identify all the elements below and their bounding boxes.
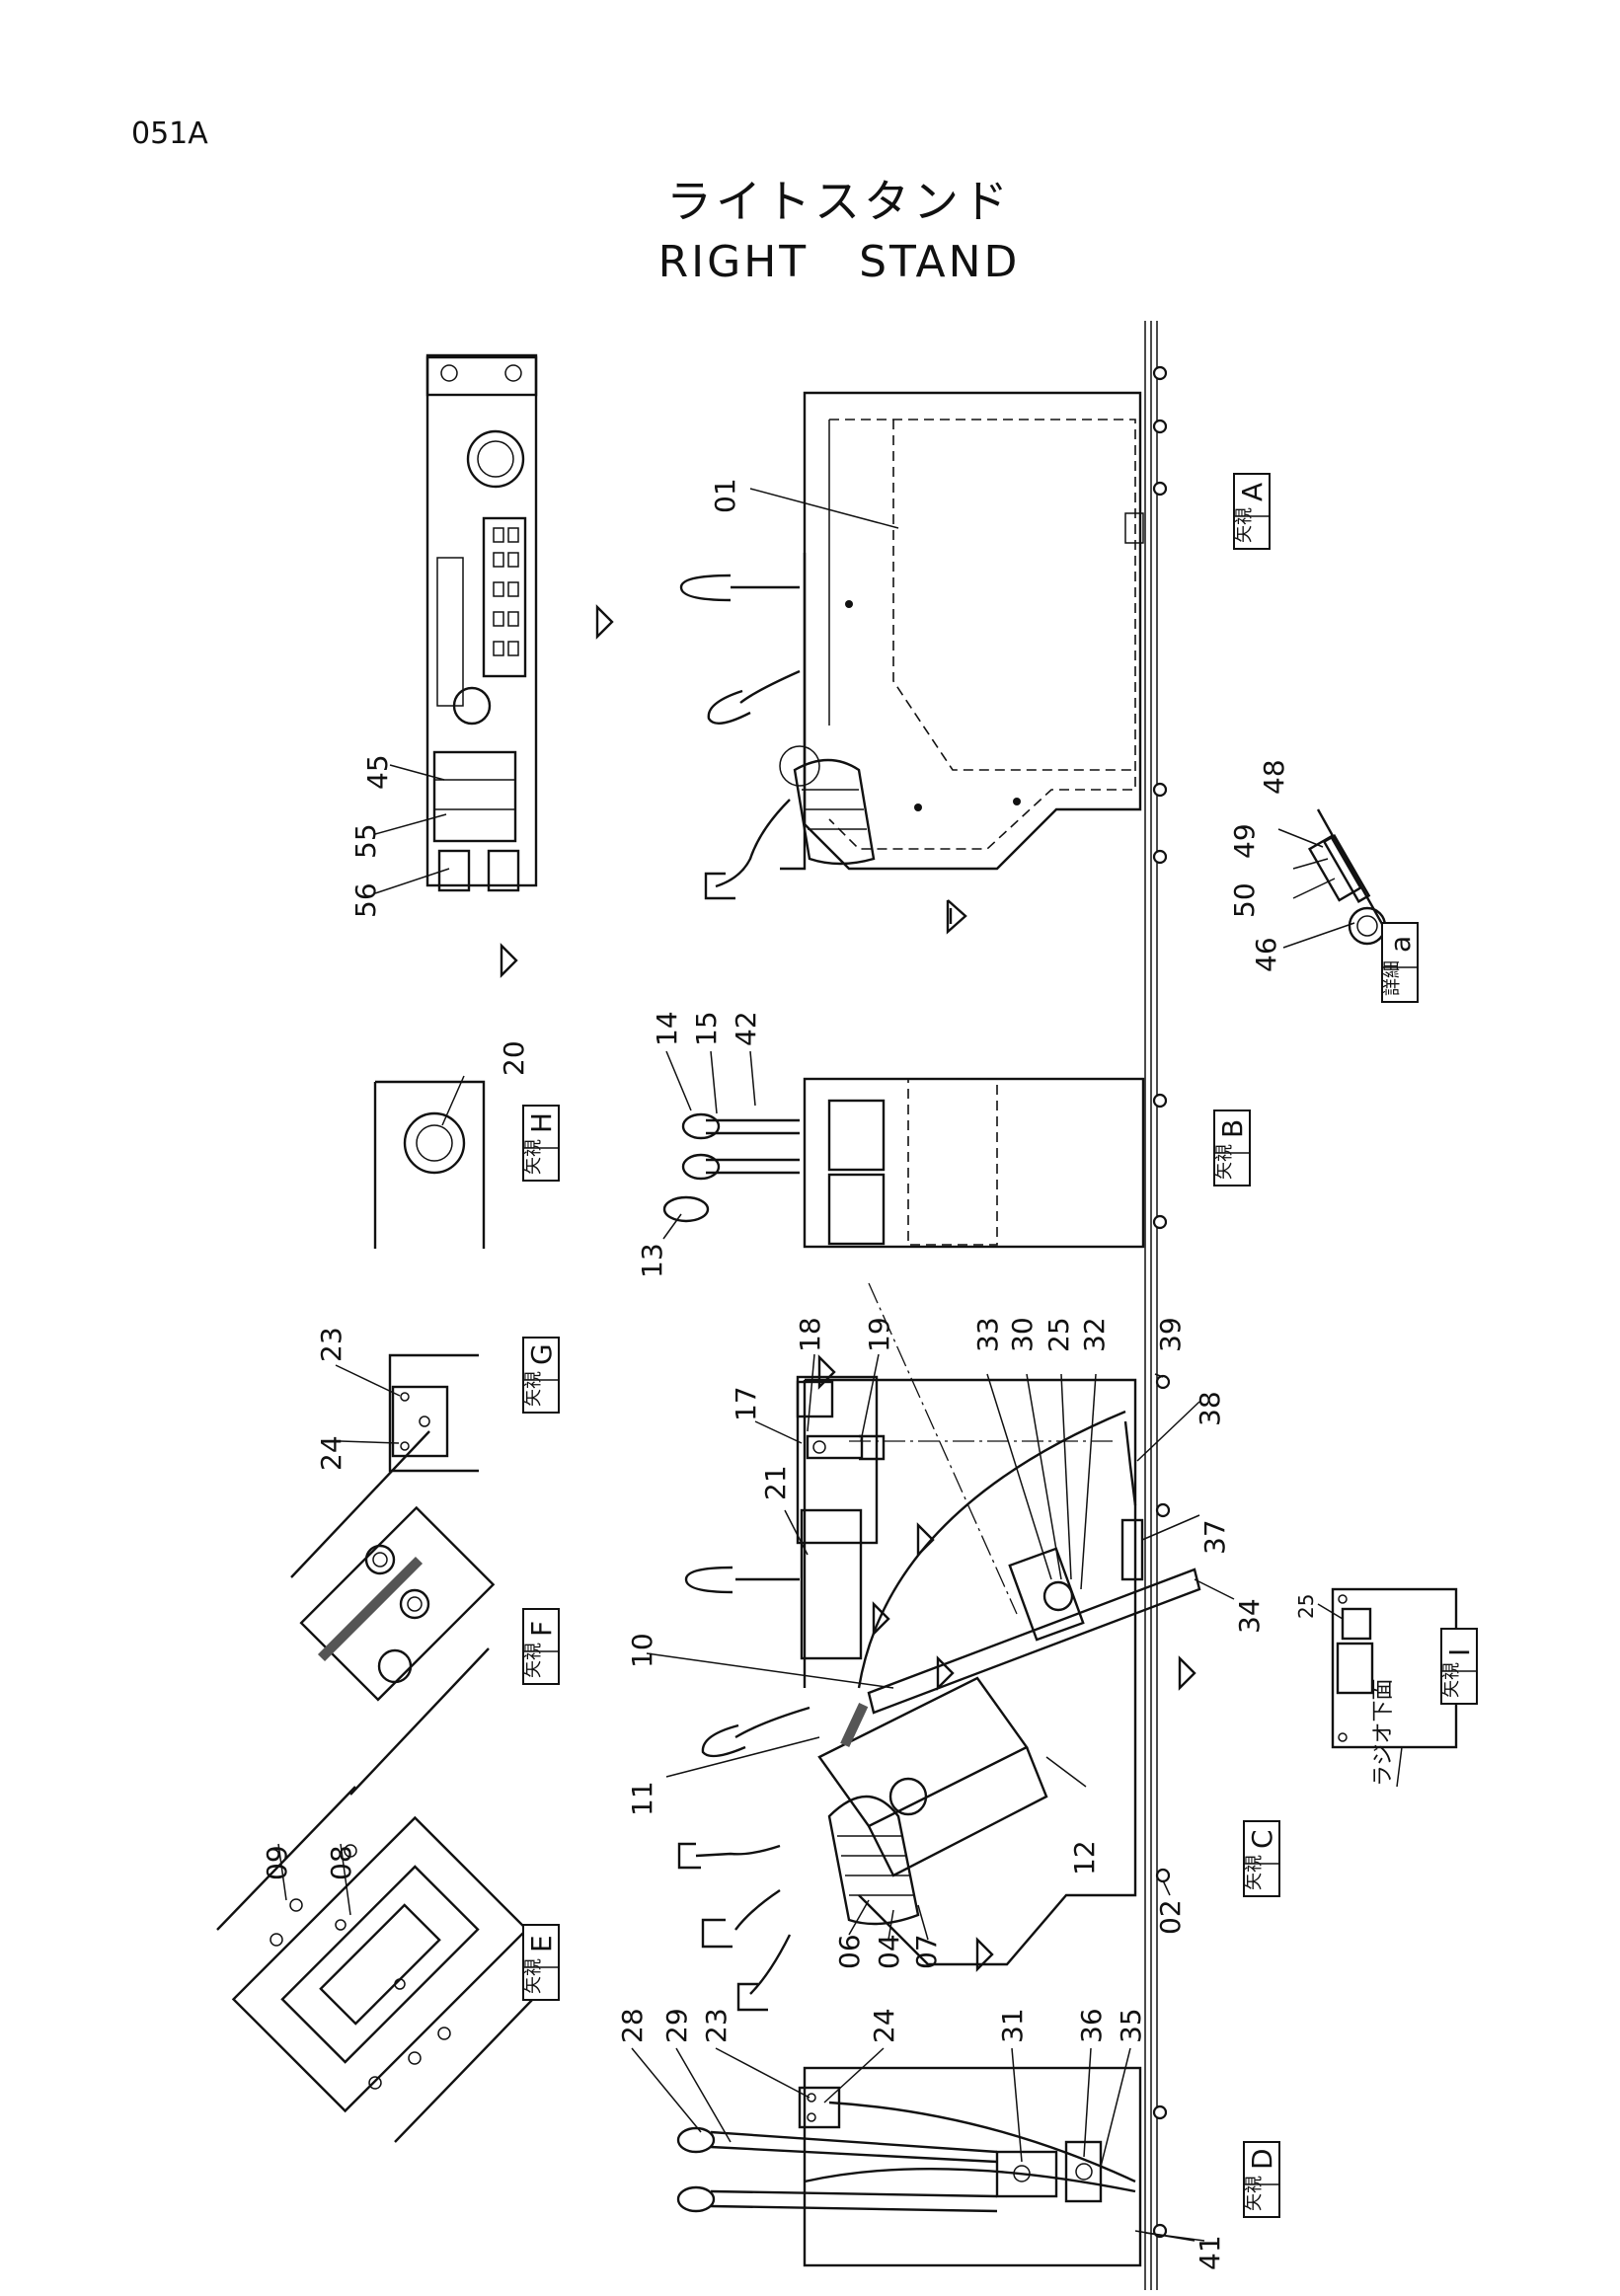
title-japanese: ライトスタンド xyxy=(666,175,1012,228)
part-label-09: 09 xyxy=(261,1845,293,1880)
svg-text:a: a xyxy=(1384,936,1417,953)
part-label-02: 02 xyxy=(1154,1899,1187,1935)
svg-text:A: A xyxy=(1236,483,1269,501)
svg-text:矢視: 矢視 xyxy=(523,1958,544,1994)
svg-text:矢視: 矢視 xyxy=(523,1643,544,1678)
view-g-panel xyxy=(335,1353,479,1473)
radio-note: ラジオ下面 xyxy=(1371,1678,1396,1787)
part-label-18: 18 xyxy=(794,1317,826,1352)
part-label-01: 01 xyxy=(709,478,741,513)
svg-text:矢視: 矢視 xyxy=(1244,1855,1265,1890)
detail-tag-a: 詳細 a xyxy=(1381,922,1419,1003)
view-tag-f: 矢視 F xyxy=(522,1608,560,1685)
part-label-48: 48 xyxy=(1258,759,1290,795)
part-label-17: 17 xyxy=(730,1386,762,1421)
part-label-50: 50 xyxy=(1228,882,1261,918)
base-centerlines xyxy=(1144,321,1158,2290)
part-label-10: 10 xyxy=(626,1633,658,1668)
part-label-36: 36 xyxy=(1075,2008,1108,2043)
part-label-39: 39 xyxy=(1154,1317,1187,1352)
svg-text:矢視: 矢視 xyxy=(1234,507,1255,543)
top-view-panel xyxy=(374,353,614,978)
view-tag-g: 矢視 G xyxy=(522,1337,560,1414)
part-label-13: 13 xyxy=(636,1243,668,1278)
part-label-25a: 25 xyxy=(1042,1317,1075,1352)
part-label-35: 35 xyxy=(1115,2008,1147,2043)
svg-text:H: H xyxy=(525,1112,558,1133)
part-label-04: 04 xyxy=(873,1934,905,1969)
view-tag-h: 矢視 H xyxy=(522,1105,560,1182)
svg-text:I: I xyxy=(1443,1648,1476,1656)
part-label-23b: 23 xyxy=(700,2008,733,2043)
view-tag-c: 矢視 C xyxy=(1243,1820,1280,1897)
view-b-stand xyxy=(662,1050,1168,1249)
part-labels: 01 45 55 56 48 49 50 46 20 14 15 42 13 2… xyxy=(261,478,1318,2270)
part-label-34: 34 xyxy=(1233,1598,1266,1634)
part-label-49: 49 xyxy=(1228,823,1261,859)
part-label-33: 33 xyxy=(971,1317,1004,1352)
part-label-20: 20 xyxy=(498,1040,530,1076)
view-b-arrow xyxy=(946,899,967,935)
part-label-25b: 25 xyxy=(1294,1594,1318,1619)
part-label-14: 14 xyxy=(651,1011,683,1046)
part-label-07: 07 xyxy=(910,1934,943,1969)
part-label-11: 11 xyxy=(626,1781,658,1816)
part-label-28: 28 xyxy=(616,2008,649,2043)
svg-text:B: B xyxy=(1216,1119,1249,1138)
svg-text:矢視: 矢視 xyxy=(1214,1144,1235,1180)
svg-text:矢視: 矢視 xyxy=(523,1371,544,1407)
part-label-56: 56 xyxy=(349,882,382,918)
part-label-31: 31 xyxy=(996,2008,1029,2043)
part-label-41: 41 xyxy=(1194,2235,1226,2270)
view-i-radio xyxy=(1317,1587,1458,1788)
svg-text:F: F xyxy=(525,1621,558,1637)
view-h-panel xyxy=(373,1075,486,1249)
view-tag-i: 矢視 I xyxy=(1440,1628,1478,1705)
page-code: 051A xyxy=(131,116,208,151)
svg-text:G: G xyxy=(525,1343,558,1365)
arrow-h-mark xyxy=(817,1354,836,1390)
view-a-stand xyxy=(679,365,1168,935)
part-label-24b: 24 xyxy=(868,2008,900,2043)
part-label-55: 55 xyxy=(349,823,382,859)
part-label-23a: 23 xyxy=(315,1327,347,1362)
svg-text:詳細: 詳細 xyxy=(1382,960,1403,996)
svg-text:矢視: 矢視 xyxy=(523,1139,544,1175)
view-f-panel xyxy=(290,1430,496,1796)
view-c-stand xyxy=(646,1282,1235,2012)
svg-text:E: E xyxy=(525,1935,558,1952)
part-label-08: 08 xyxy=(325,1845,357,1880)
title-block: ライトスタンド RIGHT STAND xyxy=(632,166,1046,287)
view-tag-e: 矢視 E xyxy=(522,1924,560,2001)
part-label-32: 32 xyxy=(1078,1317,1111,1352)
view-tag-d: 矢視 D xyxy=(1243,2141,1280,2218)
title-english: RIGHT STAND xyxy=(657,237,1021,287)
view-tag-a: 矢視 A xyxy=(1233,473,1271,550)
svg-text:C: C xyxy=(1246,1829,1278,1849)
svg-text:矢視: 矢視 xyxy=(1244,2176,1265,2211)
svg-text:D: D xyxy=(1246,2148,1278,2170)
part-label-30: 30 xyxy=(1006,1317,1039,1352)
view-e-panel xyxy=(216,1786,534,2143)
part-label-37: 37 xyxy=(1198,1519,1231,1555)
part-label-21: 21 xyxy=(759,1465,792,1500)
view-a-bolts xyxy=(845,365,1168,865)
part-label-15: 15 xyxy=(690,1011,723,1046)
part-label-42: 42 xyxy=(730,1011,762,1046)
svg-text:ラジオ下面: ラジオ下面 xyxy=(1371,1678,1396,1787)
view-tag-b: 矢視 B xyxy=(1213,1110,1251,1186)
part-label-24a: 24 xyxy=(315,1435,347,1471)
part-label-19: 19 xyxy=(863,1317,895,1352)
part-label-45: 45 xyxy=(361,754,394,790)
detail-a xyxy=(1277,808,1389,949)
part-label-38: 38 xyxy=(1194,1391,1226,1426)
view-d-stand xyxy=(631,2047,1205,2267)
svg-text:矢視: 矢視 xyxy=(1441,1662,1462,1698)
part-label-29: 29 xyxy=(660,2008,693,2043)
part-label-12: 12 xyxy=(1068,1840,1101,1875)
part-label-06: 06 xyxy=(833,1934,866,1969)
part-label-46: 46 xyxy=(1250,937,1282,972)
